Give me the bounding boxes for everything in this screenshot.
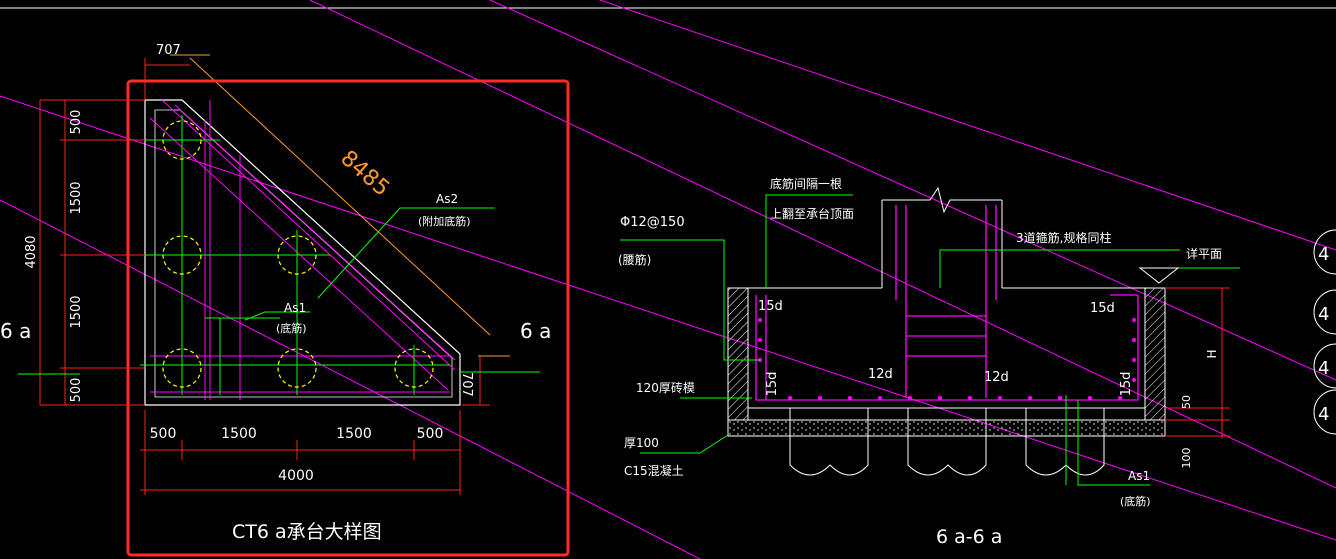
label-stirrups: 3道箍筋,规格同柱 [1016, 230, 1111, 245]
label-as1-section: As1 [1128, 469, 1150, 483]
pile-3 [277, 235, 317, 275]
pile-2 [162, 235, 202, 275]
label-brick: 120厚砖模 [636, 380, 695, 395]
label-15d-right-top: 15d [1090, 301, 1115, 316]
pile-4 [162, 348, 202, 388]
left-total-dim: 4080 [24, 235, 39, 268]
label-thick: 厚100 [624, 436, 659, 450]
section-right-dims [1165, 287, 1230, 438]
label-as1-plan-note: (底筋) [276, 321, 307, 335]
pile-6 [394, 348, 434, 388]
top-dim-text: 707 [156, 43, 181, 58]
section-piles [789, 408, 1105, 476]
label-as2-note: (附加底筋) [418, 214, 471, 228]
section-leaders [620, 194, 1240, 486]
brick-wall-right [1144, 287, 1166, 421]
pile-cap-outline [144, 99, 461, 406]
pile-cap-section: 底筋间隔一根 上翻至承台顶面 Φ12@150 (腰筋) 3道箍筋,规格同柱 详平… [618, 176, 1240, 548]
rebar-dots [758, 318, 1136, 400]
bottom-dim-2: 1500 [221, 426, 257, 442]
grid-bubble-3: 4 [1318, 358, 1329, 379]
label-50: 50 [1180, 395, 1193, 409]
pile-cap-inner-outline [154, 109, 453, 398]
hypotenuse-dimension [170, 54, 510, 357]
brick-wall-left [727, 287, 749, 421]
section-title: 6 a-6 a [936, 526, 1002, 548]
bottom-dim-1: 500 [150, 426, 177, 442]
left-dim-4: 500 [69, 378, 84, 403]
label-concrete: C15混凝土 [624, 463, 684, 478]
pile-cap-plan: 8485 707 707 500 1500 1500 500 4080 [0, 43, 551, 543]
pile-1 [162, 120, 202, 160]
label-12d-left: 12d [868, 367, 893, 382]
left-dim-1: 500 [69, 110, 84, 135]
bottom-dim-4: 500 [417, 426, 444, 442]
grid-bubble-1: 4 [1318, 244, 1329, 265]
pile-5 [277, 348, 317, 388]
label-waist: (腰筋) [618, 252, 651, 267]
label-15d-left-top: 15d [758, 299, 783, 314]
right-dim-text: 707 [459, 372, 474, 397]
label-top2: 上翻至承台顶面 [770, 206, 854, 221]
concrete-bedding [727, 419, 1166, 437]
grid-bubbles [1313, 229, 1336, 435]
left-dim-2: 1500 [69, 181, 84, 214]
right-dimension [462, 356, 490, 406]
label-15d-left-vert: 15d [765, 372, 780, 397]
grid-bubble-2: 4 [1318, 304, 1329, 325]
section-mark-right: 6 a [520, 319, 551, 343]
left-dim-3: 1500 [69, 295, 84, 328]
bottom-total-dim: 4000 [278, 468, 314, 484]
plan-axes [140, 115, 450, 395]
grid-bubble-4: 4 [1318, 404, 1329, 425]
plan-piles [162, 120, 434, 388]
label-as2: As2 [436, 192, 458, 206]
label-15d-right-vert: 15d [1119, 372, 1134, 397]
label-12d-right: 12d [984, 370, 1009, 385]
top-dimension [144, 58, 190, 100]
section-column [881, 186, 1003, 288]
label-h: H [1205, 349, 1219, 358]
selection-box[interactable] [126, 79, 570, 557]
label-100: 100 [1180, 448, 1193, 469]
label-finish: 详平面 [1186, 246, 1222, 261]
plan-title: CT6 a承台大样图 [232, 521, 382, 543]
bottom-dim-3: 1500 [336, 426, 372, 442]
finish-level-symbol [1138, 267, 1180, 284]
plan-rebars [149, 99, 456, 400]
section-mark-left: 6 a [0, 319, 31, 343]
hypotenuse-dim-text: 8485 [335, 146, 394, 202]
label-as1-plan: As1 [284, 301, 306, 315]
bottom-dimensions [140, 410, 461, 495]
plan-leaders [244, 207, 495, 321]
label-as1-section-note: (底筋) [1120, 494, 1151, 508]
label-phi: Φ12@150 [620, 215, 685, 230]
label-top1: 底筋间隔一根 [770, 176, 842, 191]
section-rebars [755, 205, 1139, 401]
